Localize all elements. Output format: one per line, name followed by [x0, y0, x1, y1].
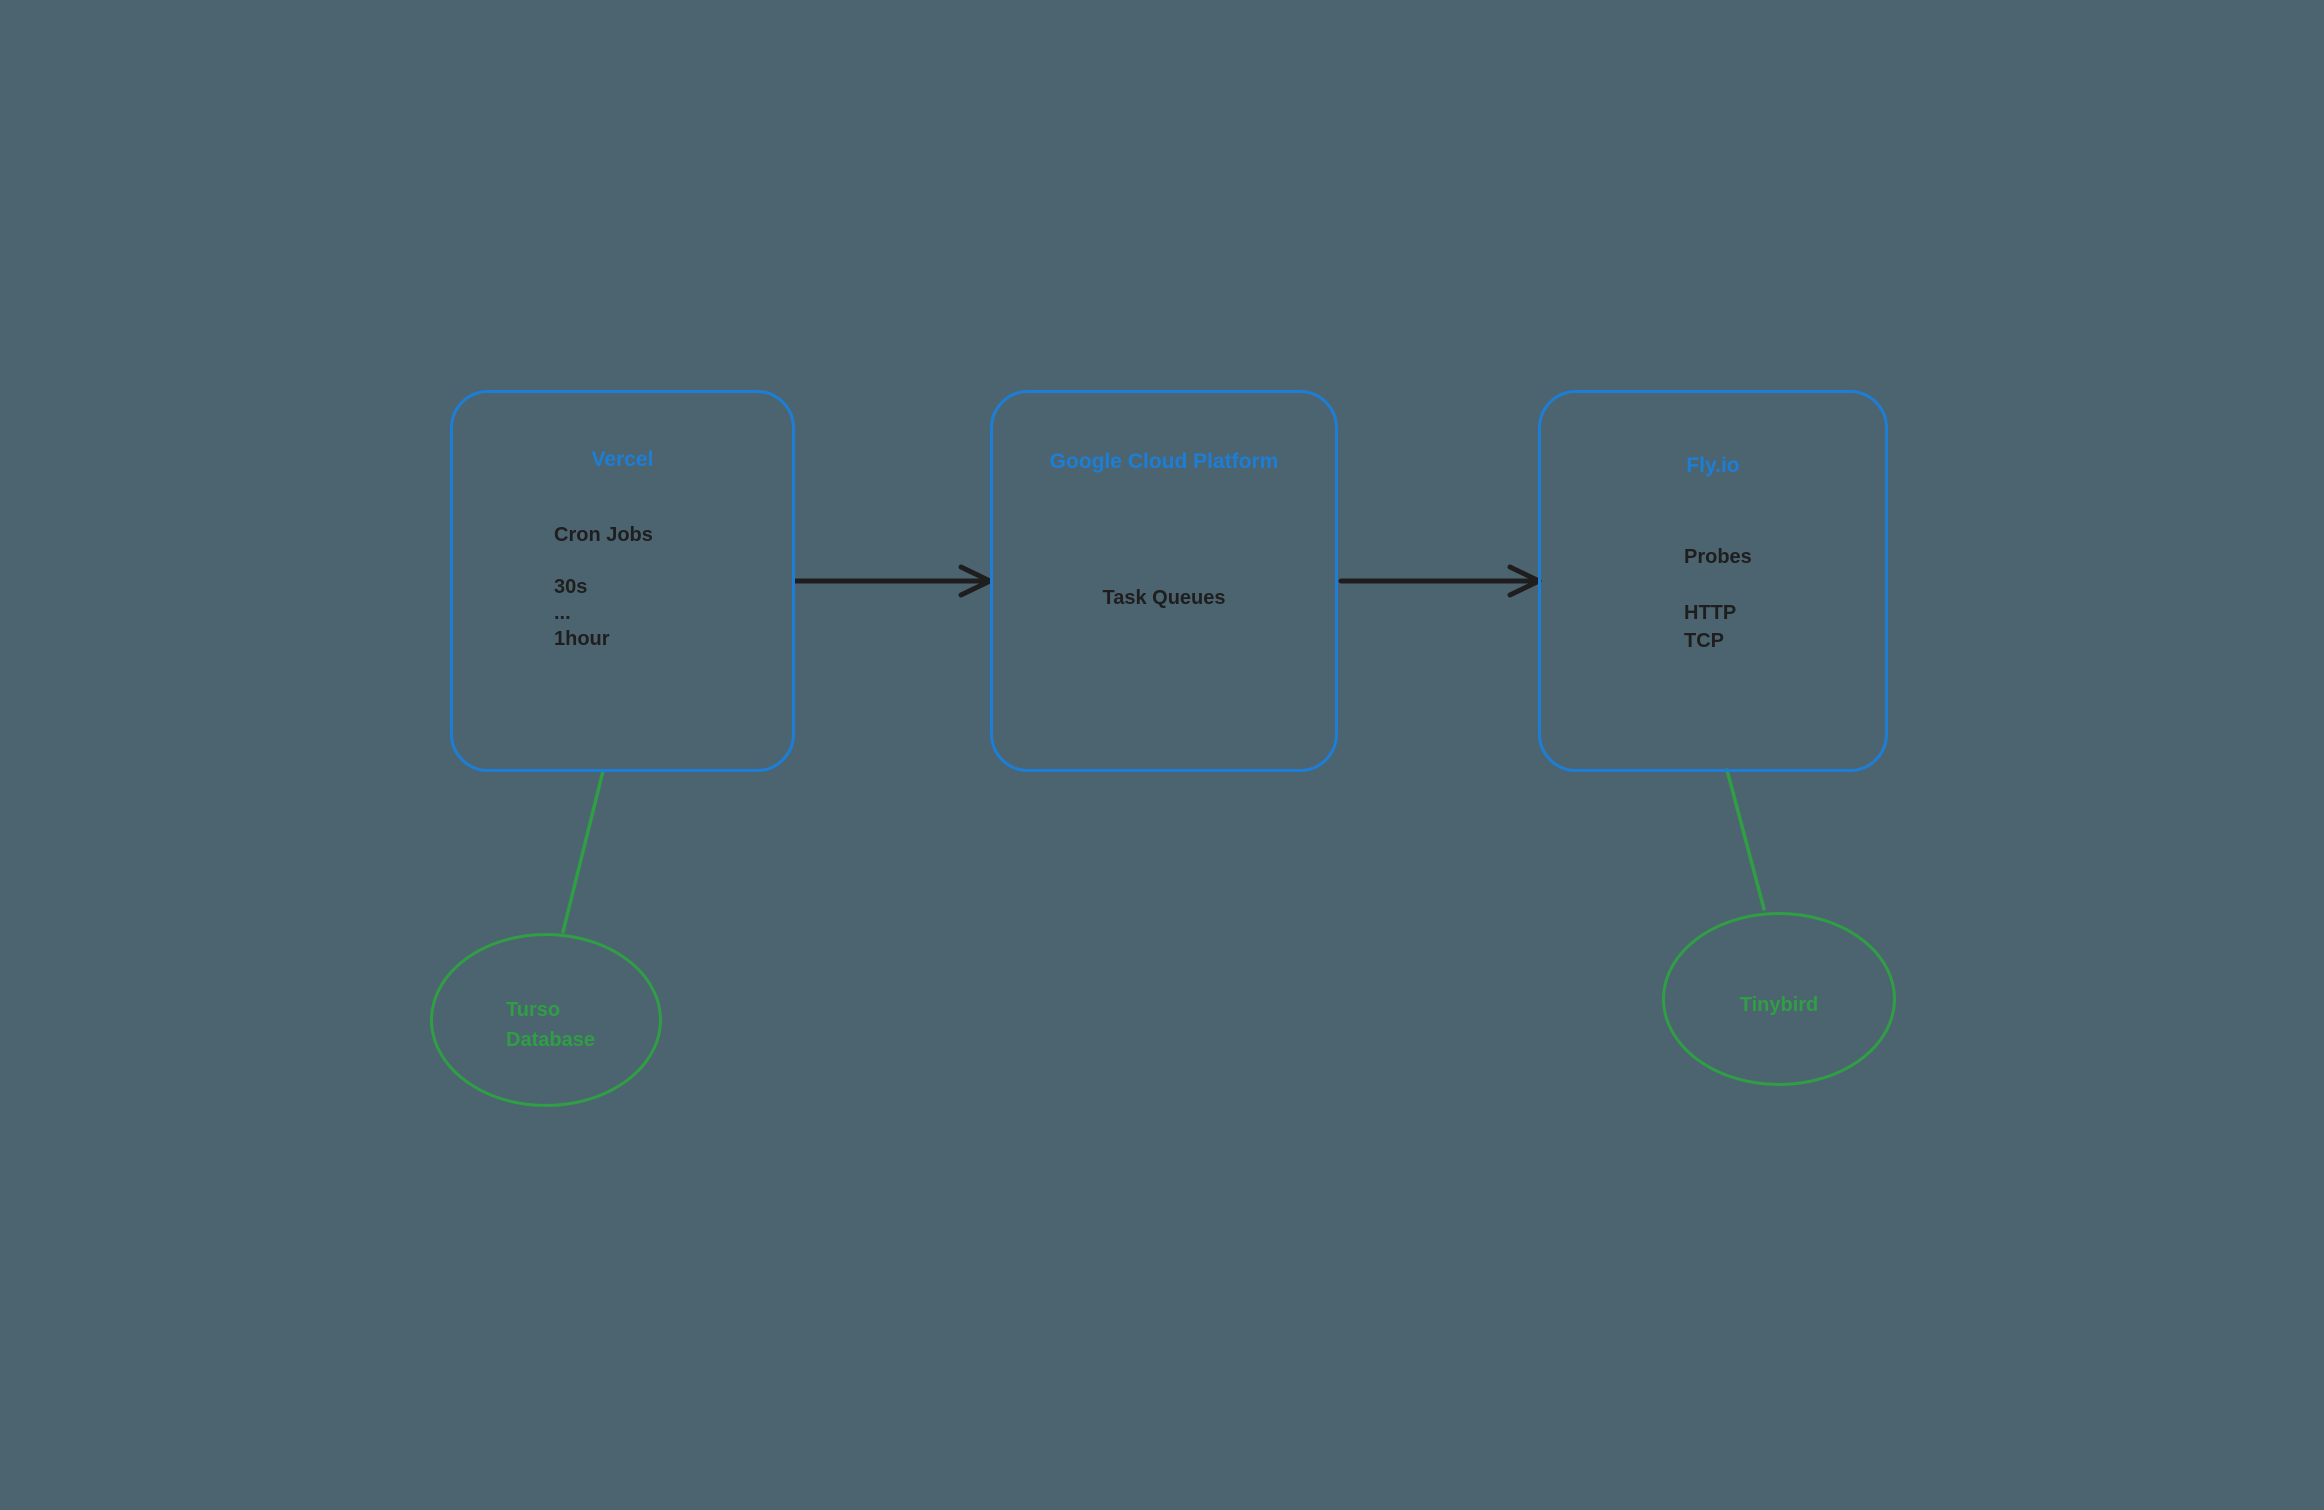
node-flyio-line: TCP: [1684, 630, 1724, 652]
node-flyio-content: Probes HTTP TCP: [1684, 543, 1752, 655]
node-gcp-content: Task Queues: [993, 585, 1335, 611]
ellipse-tinybird-label: Tinybird: [1665, 990, 1893, 1020]
node-vercel-line: 30s: [554, 576, 588, 598]
ellipse-turso-database[interactable]: Turso Database: [430, 933, 662, 1107]
node-gcp[interactable]: Google Cloud Platform Task Queues: [990, 390, 1338, 772]
ellipse-turso-line: Database: [506, 1029, 595, 1051]
ellipse-turso-line: Turso: [506, 999, 561, 1021]
node-flyio[interactable]: Fly.io Probes HTTP TCP: [1538, 390, 1888, 772]
arrow-vercel-to-gcp[interactable]: [792, 564, 993, 598]
node-gcp-title: Google Cloud Platform: [1049, 450, 1279, 473]
line-flyio-to-tinybird[interactable]: [1725, 768, 1766, 911]
node-vercel-title: Vercel: [591, 448, 654, 471]
node-vercel-line: Cron Jobs: [554, 524, 653, 546]
node-vercel-content: Cron Jobs 30s ... 1hour: [554, 522, 653, 652]
node-vercel-line: ...: [554, 602, 571, 624]
node-gcp-line: Task Queues: [1102, 587, 1226, 609]
ellipse-tinybird[interactable]: Tinybird: [1662, 912, 1896, 1086]
arrow-gcp-to-flyio[interactable]: [1338, 564, 1542, 598]
node-vercel-line: [554, 548, 653, 574]
node-flyio-line: HTTP: [1684, 602, 1737, 624]
line-vercel-to-turso[interactable]: [561, 769, 605, 934]
ellipse-tinybird-line: Tinybird: [1739, 994, 1819, 1016]
ellipse-turso-database-label: Turso Database: [506, 995, 595, 1055]
node-flyio-line: Probes: [1684, 546, 1752, 568]
node-vercel-line: 1hour: [554, 628, 610, 650]
node-flyio-line: [1684, 571, 1752, 599]
node-flyio-title: Fly.io: [1686, 454, 1740, 477]
node-vercel[interactable]: Vercel Cron Jobs 30s ... 1hour: [450, 390, 795, 772]
